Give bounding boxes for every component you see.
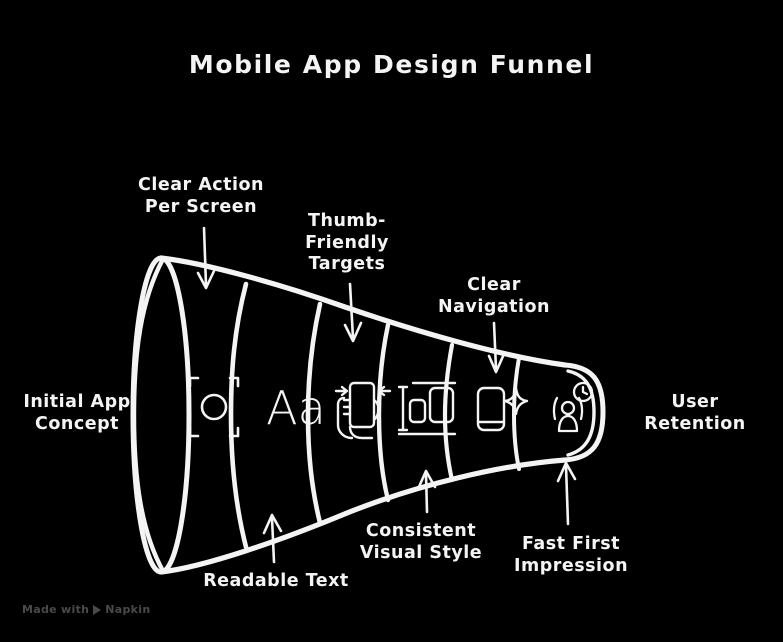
- focus-target-icon: [188, 376, 240, 438]
- arrow-clear-navigation: [487, 321, 506, 374]
- funnel-rib-1: [228, 281, 249, 550]
- funnel-rib-3: [376, 322, 391, 503]
- funnel-exit-cap-inner: [566, 369, 596, 457]
- arrow-thumb-friendly: [343, 282, 363, 343]
- funnel-mouth-inner: [131, 256, 166, 574]
- user-clock-icon: [552, 381, 594, 433]
- phone-sparkle-icon: [476, 386, 529, 432]
- layout-alignment-icon: [397, 381, 457, 436]
- funnel-bottom-edge: [158, 457, 568, 575]
- napkin-logo-icon: [93, 604, 102, 615]
- funnel-entry-label: Initial App Concept: [23, 392, 131, 434]
- stage-label-consistent-visual-style: Consistent Visual Style: [359, 521, 483, 563]
- page-title: Mobile App Design Funnel: [188, 50, 595, 79]
- thumb-tap-phone-icon: [334, 381, 392, 440]
- funnel-exit-cap: [562, 362, 606, 463]
- arrow-fast-first-impression: [556, 461, 577, 526]
- stage-label-thumb-friendly: Thumb- Friendly Targets: [305, 211, 389, 275]
- funnel-rib-5: [512, 356, 521, 471]
- stage-label-clear-action: Clear Action Per Screen: [137, 175, 264, 217]
- watermark: Made with Napkin: [22, 603, 151, 616]
- svg-text:Aa: Aa: [266, 381, 326, 435]
- funnel-rib-4: [442, 342, 455, 483]
- stage-label-clear-navigation: Clear Navigation: [437, 275, 551, 317]
- arrow-readable-text: [262, 513, 283, 564]
- arrow-clear-action: [196, 226, 216, 290]
- funnel-exit-label: User Retention: [644, 392, 746, 434]
- typography-aa-icon: Aa: [266, 381, 326, 435]
- funnel-rib-2: [305, 301, 323, 526]
- stage-label-readable-text: Readable Text: [203, 571, 349, 591]
- watermark-prefix: Made with: [22, 603, 90, 616]
- arrow-consistent-visual-style: [416, 469, 437, 514]
- stage-label-fast-first-impression: Fast First Impression: [513, 534, 629, 576]
- watermark-brand: Napkin: [105, 603, 151, 616]
